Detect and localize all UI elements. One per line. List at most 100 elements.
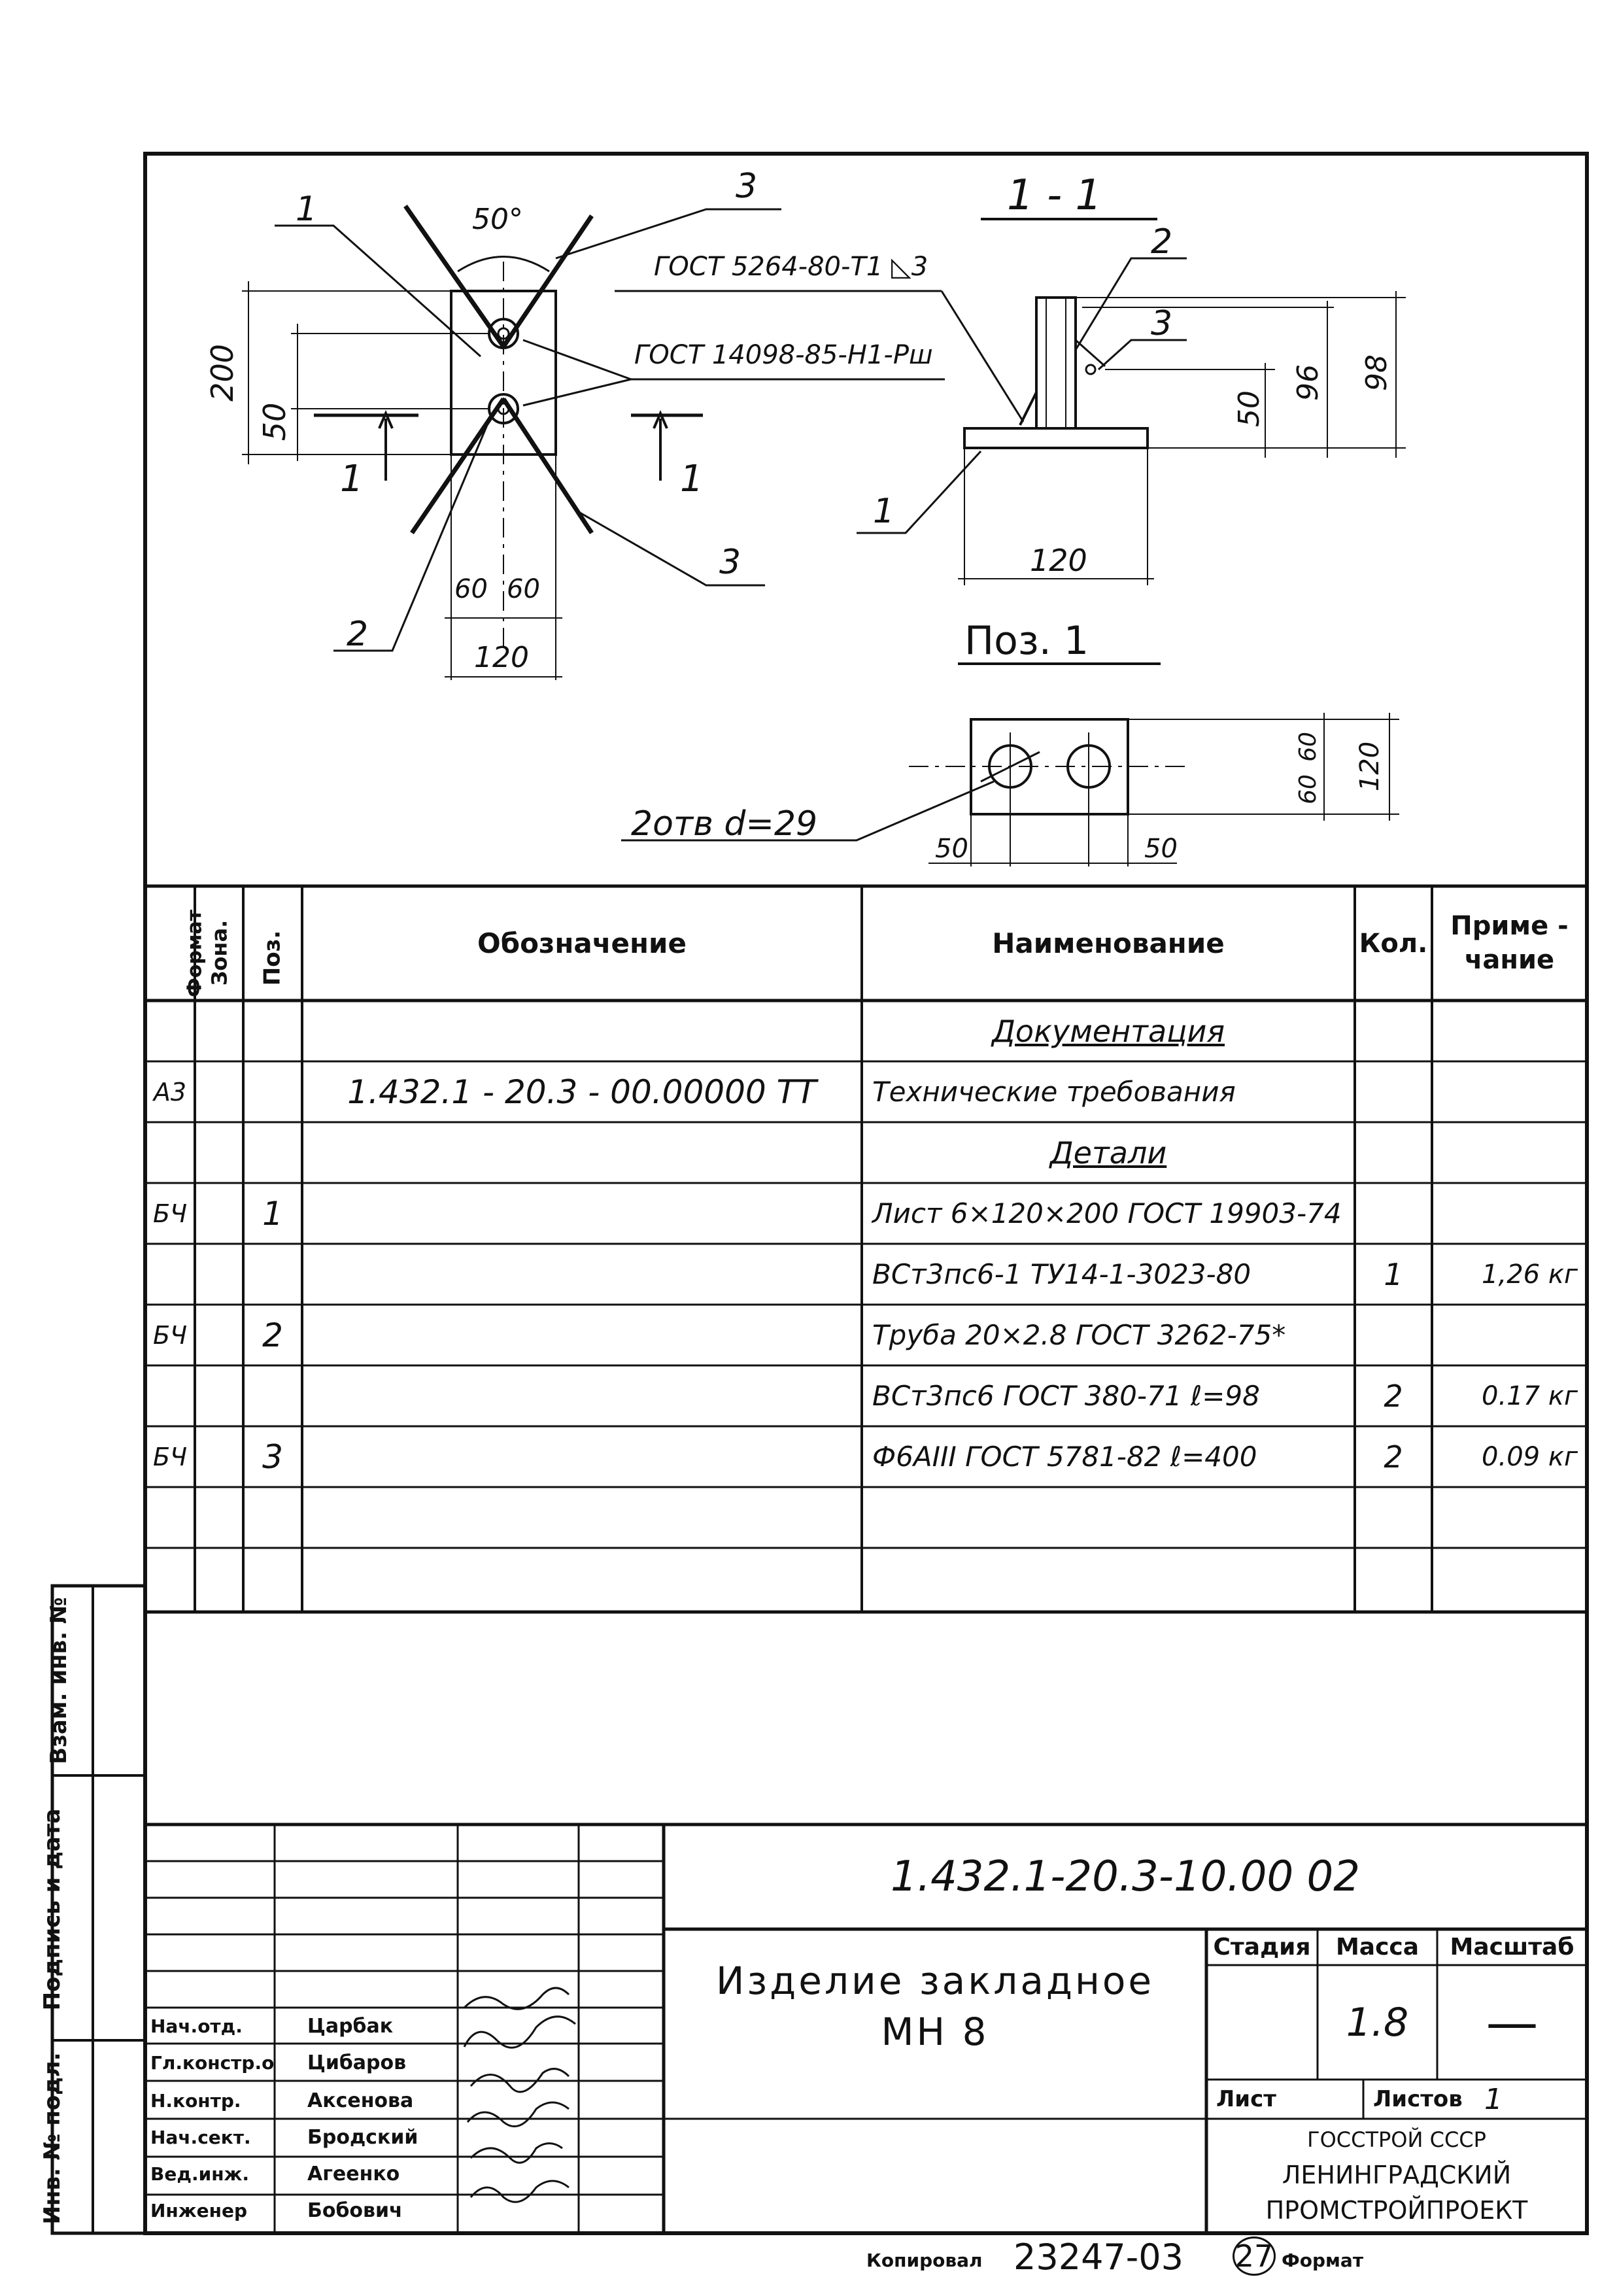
signatory-name: Царбак [307,2014,394,2038]
cut-mark-right: 1 [680,458,704,500]
spec-cell-pos [243,1487,302,1548]
copied-label: Копировал [866,2250,983,2271]
mass-value: 1.8 [1346,1999,1409,2046]
sheet-label: Лист [1216,2086,1276,2112]
mass-label: Масса [1335,1934,1420,1961]
spec-cell-note: 0.17 кг [1482,1380,1578,1411]
spec-cell-format: БЧ [152,1320,188,1350]
spec-cell-pos: 2 [262,1316,283,1354]
spec-cell-designation [302,1183,862,1244]
spec-cell-designation [302,1244,862,1305]
spec-cell-pos [243,1244,302,1305]
signatory-role: Нач.отд. [150,2015,243,2037]
spec-cell-note: 0.09 кг [1482,1441,1578,1472]
spec-cell-designation [302,1487,862,1548]
plan-leader-3-top: 3 [736,167,758,206]
section-view [857,218,1406,585]
spec-cell-pos [243,1001,302,1061]
plan-dim-200: 200 [205,344,240,402]
section-dim-120: 120 [1030,543,1087,578]
plan-leader-2: 2 [347,615,369,654]
pos1-title: Поз. 1 [964,618,1089,664]
weld-callout-mid: ГОСТ 14098-85-Н1-Рш [634,340,933,370]
spec-cell-designation: 1.432.1 - 20.3 - 00.00000 ТТ [347,1072,817,1111]
spec-cell-qty: 2 [1384,1378,1403,1414]
side-stamp-inv-podl: Инв. № подл. [39,2052,65,2225]
org-line2: ЛЕНИНГРАДСКИЙ [1282,2161,1512,2189]
spec-cell-name: ВСт3пс6-1 ТУ14-1-3023-80 [872,1258,1251,1290]
header-name: Наименование [992,927,1225,959]
plan-leader-3-bottom: 3 [719,543,741,582]
plan-dim-120: 120 [474,641,529,674]
spec-cell-pos: 1 [262,1194,283,1233]
signatory-role: Гл.констр.отд. [150,2051,275,2074]
spec-cell-note [1432,1305,1587,1365]
cut-mark-left: 1 [340,458,364,500]
spec-cell-format [145,1365,195,1426]
spec-cell-format [145,1548,195,1609]
spec-cell-qty [1355,1001,1432,1061]
spec-cell-name [862,1487,1355,1548]
header-designation: Обозначение [477,927,687,959]
pos1-dim-50b: 50 [1144,834,1178,864]
signatory-role: Нач.сект. [150,2126,251,2148]
signatory-role: Н.контр. [150,2089,241,2112]
spec-cell-format [145,1244,195,1305]
product-title-line1: Изделие закладное [715,1959,1155,2003]
pos1-dim-50a: 50 [935,834,968,864]
header-note: Приме - чание [1432,909,1587,977]
spec-cell-pos [243,1548,302,1609]
spec-cell-designation [302,1122,862,1183]
spec-cell-qty [1355,1548,1432,1609]
signatory-name: Бобович [307,2199,403,2222]
sheet-frame [143,152,1589,2235]
spec-cell-name: Документация [991,1013,1225,1049]
spec-cell-designation [302,1305,862,1365]
scale-value: — [1486,1992,1539,2053]
doc-number: 1.432.1-20.3-10.00 02 [891,1853,1360,1901]
spec-cell-designation [302,1001,862,1061]
spec-cell-pos: 3 [262,1437,283,1476]
spec-cell-name: ВСт3пс6 ГОСТ 380-71 ℓ=98 [872,1380,1260,1412]
copy-number: 23247-03 [1013,2236,1183,2278]
side-stamp-vzam: Взам. инв. № [46,1597,72,1764]
section-title: 1 - 1 [1007,171,1102,220]
spec-cell-name: Труба 20×2.8 ГОСТ 3262-75* [872,1319,1286,1351]
stage-label: Стадия [1213,1934,1311,1961]
pos1-view [621,662,1399,866]
side-stamp-sign-date: Подпись и дата [39,1808,65,2011]
spec-row-lines [145,1060,1587,1549]
header-note-line2: чание [1464,945,1555,975]
section-dim-98: 98 [1359,354,1393,391]
spec-cell-note [1432,1548,1587,1609]
section-pos-2: 2 [1151,222,1173,262]
spec-cell-name: Детали [1049,1135,1167,1171]
pos1-dim-120: 120 [1355,741,1385,792]
spec-cell-pos [243,1365,302,1426]
section-dim-50: 50 [1232,390,1266,427]
weld-callout-top: ГОСТ 5264-80-Т1 ◺3 [654,252,928,282]
side-stamp-frame [50,1584,147,2235]
header-qty: Кол. [1359,928,1428,959]
org-line3: ПРОМСТРОЙПРОЕКТ [1265,2196,1528,2225]
section-pos-1: 1 [873,492,895,531]
section-pos-3: 3 [1151,304,1173,343]
spec-cell-qty [1355,1487,1432,1548]
spec-cell-format [145,1122,195,1183]
signatory-name: Агеенко [307,2162,400,2185]
spec-cell-note [1432,1183,1587,1244]
spec-cell-pos [243,1061,302,1122]
spec-cell-note [1432,1487,1587,1548]
spec-cell-qty: 2 [1384,1439,1403,1475]
spec-col-lines [194,886,1433,1612]
copy-sheet-number: 27 [1233,2236,1276,2276]
angle-label: 50° [472,203,523,236]
pos1-dim-60b: 60 [1294,732,1321,762]
plan-leader-1: 1 [296,190,318,229]
spec-cell-qty: 1 [1384,1256,1403,1292]
plan-dim-60b: 60 [507,574,540,604]
spec-cell-qty [1355,1183,1432,1244]
spec-cell-note [1432,1001,1587,1061]
spec-cell-format [145,1001,195,1061]
